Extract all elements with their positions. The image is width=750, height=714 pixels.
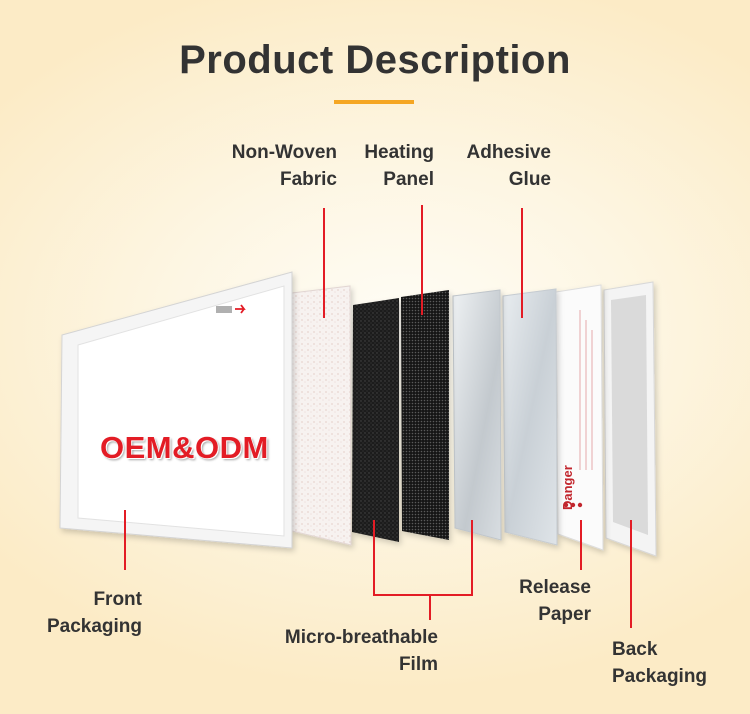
oem-odm-brand-text: OEM&ODM — [100, 430, 269, 465]
back-packaging-layer — [603, 281, 657, 557]
leader-lines — [124, 205, 632, 628]
release-paper-layer: Danger — [555, 284, 604, 551]
heating-panel-layer — [352, 290, 449, 542]
adhesive-glue-layer — [502, 288, 558, 546]
title-underline — [334, 100, 414, 104]
front-packaging-layer — [59, 271, 293, 549]
page-title: Product Description — [179, 38, 571, 82]
micro-breathable-film-layer — [452, 289, 502, 541]
non-woven-fabric-layer — [291, 285, 352, 546]
danger-warning-text: Danger — [560, 465, 575, 510]
